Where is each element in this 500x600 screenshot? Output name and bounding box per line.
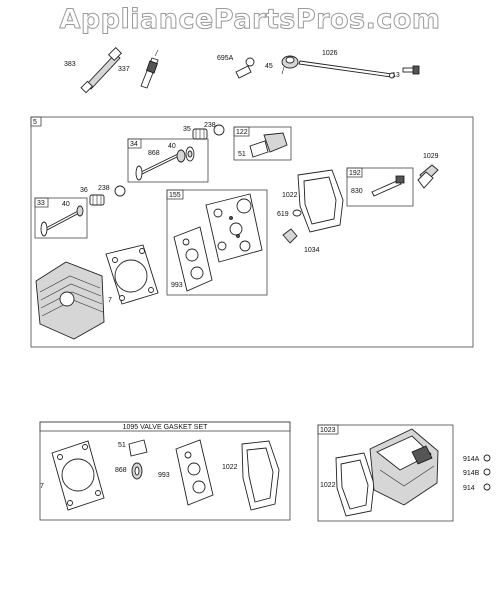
label-337: 337 <box>118 66 130 73</box>
part-cylinder-head[interactable] <box>35 261 105 340</box>
part-rocker-bracket[interactable] <box>263 132 288 153</box>
cover-label-914a: 914A <box>463 456 480 463</box>
group-5-label: 5 <box>33 119 37 126</box>
cover-kit-frame <box>317 424 454 522</box>
kit-33-tag <box>34 197 49 208</box>
part-238-washer-b[interactable] <box>114 185 126 197</box>
cover-label-1022: 1022 <box>320 482 336 489</box>
part-830-stud[interactable] <box>371 175 405 197</box>
part-head-gasket-plate[interactable] <box>205 193 263 263</box>
part-1026[interactable] <box>298 60 395 79</box>
cover-part-valve-cover[interactable] <box>369 428 439 506</box>
part-868-seal[interactable] <box>176 149 186 163</box>
label-1022: 1022 <box>282 192 298 199</box>
label-51: 51 <box>238 151 246 158</box>
kit-192-frame <box>346 167 414 207</box>
set-part-51-gasket[interactable] <box>128 439 148 457</box>
set-part-1022-gasket[interactable] <box>241 440 280 511</box>
label-993: 993 <box>171 282 183 289</box>
label-1029: 1029 <box>423 153 439 160</box>
label-1034: 1034 <box>304 247 320 254</box>
cover-part-914b[interactable] <box>483 468 491 476</box>
kit-155-frame <box>166 189 268 296</box>
label-619: 619 <box>277 211 289 218</box>
watermark: AppliancePartsPros.com <box>59 4 441 36</box>
kit-122-frame <box>233 126 292 161</box>
part-40-retainer[interactable] <box>185 146 195 162</box>
label-36: 36 <box>80 187 88 194</box>
kit-192-label: 192 <box>349 170 361 177</box>
set-part-993-gasket[interactable] <box>175 439 214 506</box>
group-5-frame <box>30 116 474 348</box>
cover-kit-tag <box>317 424 339 435</box>
part-13[interactable] <box>402 65 420 75</box>
part-36-spring[interactable] <box>89 194 105 206</box>
set-part-868-seal[interactable] <box>131 462 143 480</box>
kit-155-label: 155 <box>169 192 181 199</box>
part-valve-34[interactable] <box>135 153 180 181</box>
kit-34-frame <box>127 138 209 183</box>
cover-kit-label: 1023 <box>320 427 336 434</box>
kit-122-label: 122 <box>236 129 248 136</box>
valve-gasket-set-header <box>39 421 291 432</box>
kit-34-label: 34 <box>130 141 138 148</box>
kit-33-frame <box>34 197 88 239</box>
kit-34-tag <box>127 138 142 149</box>
label-238-b: 238 <box>98 185 110 192</box>
set-label-7: 7 <box>40 483 44 490</box>
cover-part-914a[interactable] <box>483 454 491 462</box>
label-7: 7 <box>108 297 112 304</box>
cover-part-1022-gasket[interactable] <box>335 452 375 517</box>
kit-122-tag <box>233 126 250 137</box>
kit-192-tag <box>346 167 363 178</box>
set-label-993: 993 <box>158 472 170 479</box>
set-label-868: 868 <box>115 467 127 474</box>
label-13: 13 <box>392 72 400 79</box>
part-51-gasket-small[interactable] <box>249 140 269 158</box>
label-383: 383 <box>64 61 76 68</box>
part-valve-33[interactable] <box>40 205 84 237</box>
part-1034[interactable] <box>282 228 298 244</box>
valve-gasket-set-title: 1095 VALVE GASKET SET <box>123 424 209 431</box>
part-238-washer-a[interactable] <box>213 124 225 136</box>
part-695a[interactable] <box>235 57 255 79</box>
label-40-a: 40 <box>168 143 176 150</box>
part-1029-rocker[interactable] <box>417 164 439 189</box>
cover-label-914b: 914B <box>463 470 480 477</box>
cover-label-914: 914 <box>463 485 475 492</box>
set-label-1022: 1022 <box>222 464 238 471</box>
set-part-7-head-gasket[interactable] <box>51 440 105 511</box>
cover-part-914[interactable] <box>483 483 491 491</box>
label-45: 45 <box>265 63 273 70</box>
part-993-gasket[interactable] <box>173 226 213 292</box>
label-40-b: 40 <box>62 201 70 208</box>
label-695a: 695A <box>217 55 234 62</box>
label-1026: 1026 <box>322 50 338 57</box>
label-830: 830 <box>351 188 363 195</box>
part-619[interactable] <box>292 209 302 217</box>
part-383[interactable] <box>80 46 123 94</box>
part-337[interactable] <box>140 49 159 89</box>
part-35-spring[interactable] <box>192 128 208 140</box>
label-868: 868 <box>148 150 160 157</box>
part-1022-gasket[interactable] <box>297 169 344 233</box>
kit-33-label: 33 <box>37 200 45 207</box>
label-35: 35 <box>183 126 191 133</box>
group-5-tag <box>30 116 42 127</box>
label-238-a: 238 <box>204 122 216 129</box>
kit-155-tag <box>166 189 184 200</box>
set-label-51: 51 <box>118 442 126 449</box>
part-45[interactable] <box>281 55 299 75</box>
part-7-head-gasket[interactable] <box>105 244 159 305</box>
